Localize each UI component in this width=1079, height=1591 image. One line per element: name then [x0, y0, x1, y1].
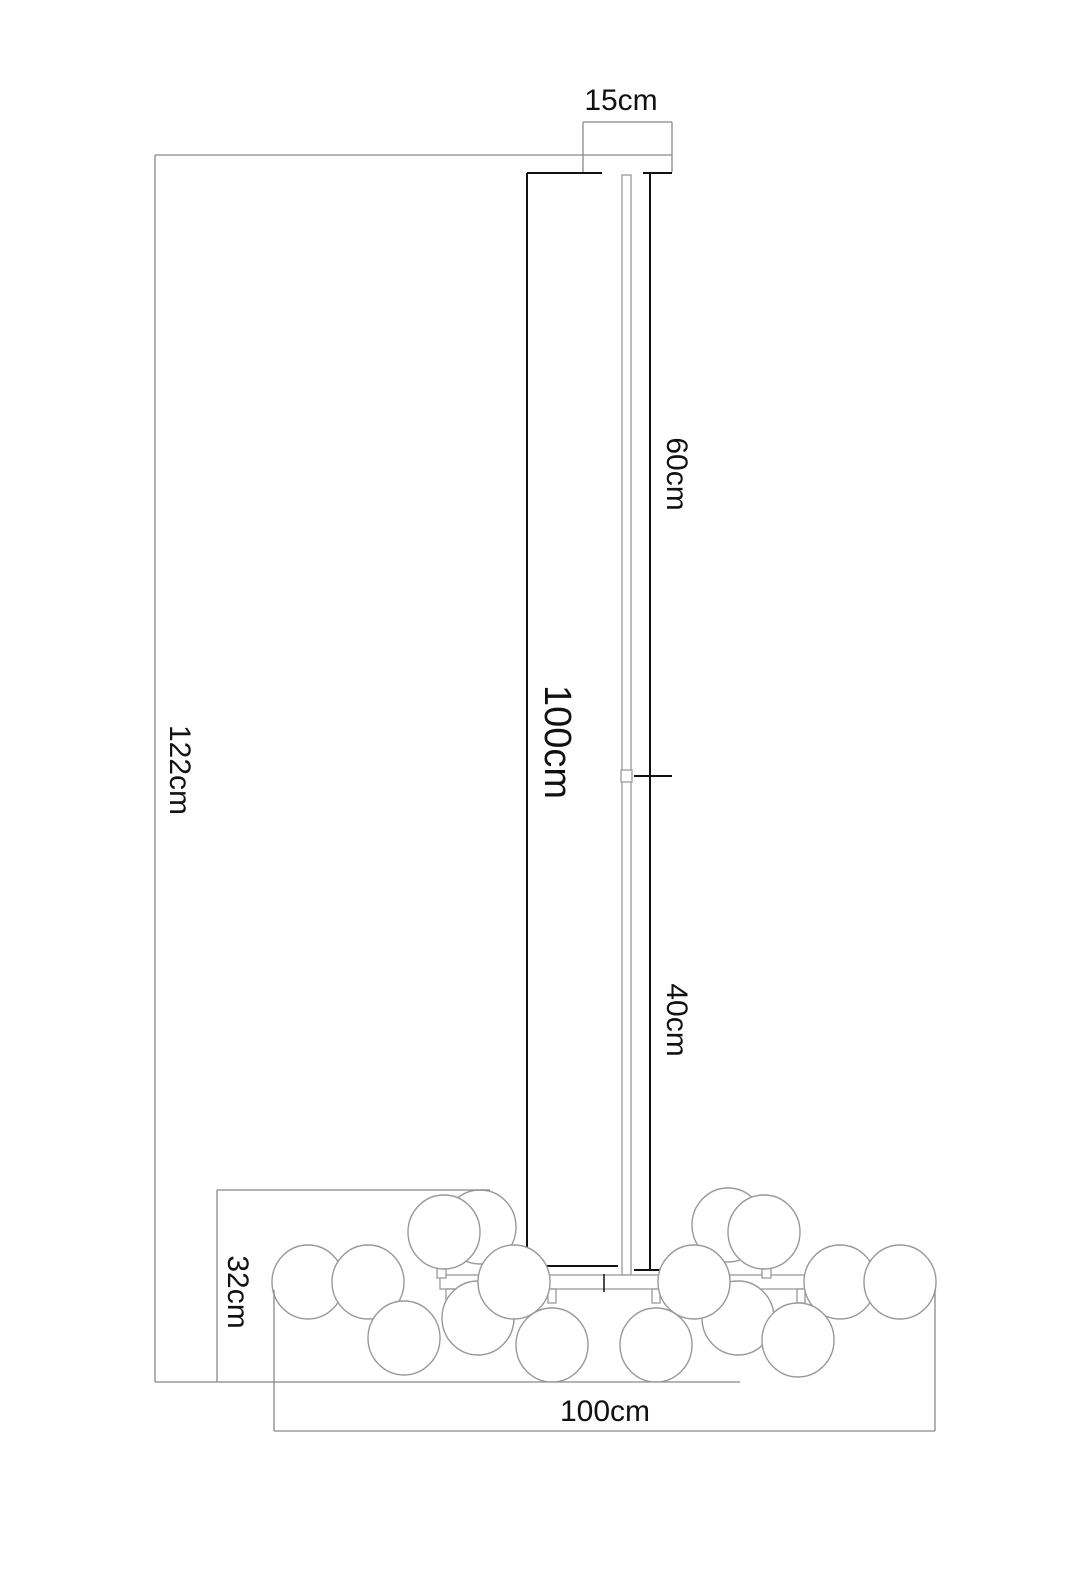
globe [761, 1302, 835, 1378]
rod [620, 174, 633, 1276]
canopy-dimension [582, 121, 673, 172]
fixture-height-label: 32cm [221, 1255, 254, 1328]
globe [331, 1244, 405, 1320]
overall-height-dimension [154, 154, 740, 1383]
rod-segment-dimension [634, 173, 672, 1271]
globe [727, 1194, 801, 1270]
lower-rod-label: 40cm [660, 983, 693, 1056]
globe [657, 1244, 731, 1320]
globe [367, 1300, 441, 1376]
upper-rod-label: 60cm [660, 437, 693, 510]
fixture-width-label: 100cm [560, 1395, 650, 1428]
fixture-height-dimension [216, 1189, 490, 1382]
globe [515, 1307, 589, 1383]
globe [407, 1194, 481, 1270]
globes [271, 1187, 937, 1383]
canopy-width-label: 15cm [584, 84, 657, 117]
globe [477, 1244, 551, 1320]
overall-height-label: 122cm [163, 725, 196, 815]
rod-total-label: 100cm [536, 685, 578, 799]
globe [863, 1244, 937, 1320]
fixture-width-dimension [273, 1290, 936, 1432]
globe [619, 1307, 693, 1383]
